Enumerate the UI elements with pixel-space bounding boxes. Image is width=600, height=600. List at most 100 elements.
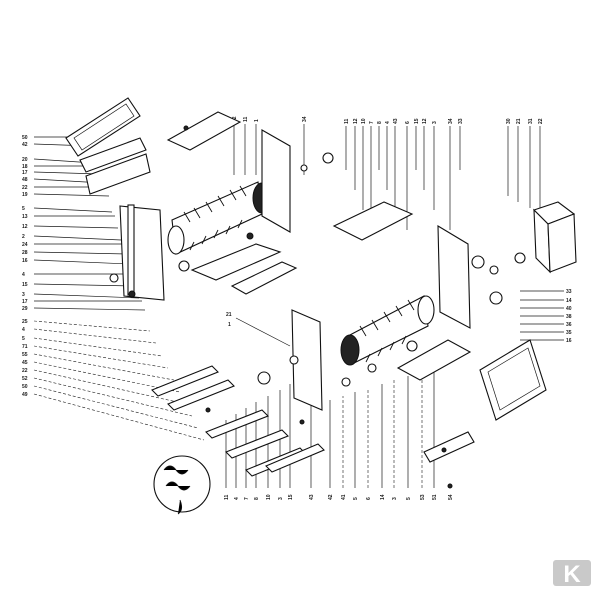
leader-line (33, 207, 113, 213)
callout-label: 28 (22, 250, 28, 256)
callout-label: 49 (22, 392, 28, 398)
callout-label: 17 (22, 170, 28, 176)
callout-label: 4 (22, 327, 25, 333)
k-logo: K (553, 560, 591, 588)
leader-line (33, 369, 187, 405)
leader-line (33, 171, 101, 175)
bottom-slats (151, 365, 325, 477)
callout-label: 22 (538, 118, 544, 124)
callout-label: 21 (226, 312, 232, 318)
right-side-housing (261, 129, 291, 233)
callout-label: 33 (458, 118, 464, 124)
right-small-plate (396, 339, 475, 463)
callout-label: 24 (22, 242, 28, 248)
leader-line (33, 307, 146, 311)
leader-line (33, 337, 163, 357)
callout-label: 2 (22, 234, 25, 240)
callout-label: 52 (22, 376, 28, 382)
callout-label: 33 (566, 289, 572, 295)
callout-label: 12 (422, 118, 428, 124)
callout-label: 19 (22, 192, 28, 198)
callout-label: 48 (22, 177, 28, 183)
callout-label: 8 (377, 121, 383, 124)
callout-label: 1 (228, 322, 231, 328)
callout-label: 31 (528, 118, 534, 124)
leader-line (33, 377, 193, 417)
leader-line (33, 283, 137, 287)
top-plate (166, 111, 242, 151)
callout-label: 35 (566, 330, 572, 336)
right-cover-box (532, 201, 577, 274)
callout-label: 51 (432, 494, 438, 500)
callout-label: 15 (288, 494, 294, 500)
callout-label: 5 (22, 336, 25, 342)
left-side-plate (119, 204, 165, 301)
callout-label: 11 (243, 116, 249, 122)
callout-label: 3 (432, 121, 438, 124)
callout-label: 12 (353, 118, 359, 124)
lower-tray-plate (190, 243, 298, 295)
callout-label: 5 (353, 497, 359, 500)
callout-label: 53 (420, 494, 426, 500)
leader-line (33, 320, 151, 332)
right-frame-plate (437, 225, 471, 329)
callout-label: 14 (380, 494, 386, 500)
callout-label: 34 (448, 118, 454, 124)
callout-label: 3 (278, 497, 284, 500)
callout-label: 14 (566, 298, 572, 304)
callout-label: 13 (22, 214, 28, 220)
callout-label: 50 (22, 384, 28, 390)
center-vertical-plate (291, 309, 323, 411)
callout-label: 21 (516, 118, 522, 124)
callout-label: 42 (328, 494, 334, 500)
callout-label: 41 (341, 494, 347, 500)
callout-label: 45 (22, 360, 28, 366)
leader-line (33, 235, 122, 241)
callout-label: 29 (22, 306, 28, 312)
callout-label: 32 (232, 116, 238, 122)
callout-label: 10 (266, 494, 272, 500)
callout-label: 50 (22, 135, 28, 141)
callout-label: 18 (22, 164, 28, 170)
leader-line (33, 353, 175, 381)
callout-label: 1 (254, 119, 260, 122)
callout-label: 16 (22, 258, 28, 264)
callout-label: 12 (22, 224, 28, 230)
callout-label: 7 (244, 497, 250, 500)
callout-label: 5 (22, 206, 25, 212)
leader-line (33, 259, 131, 265)
callout-label: 15 (414, 118, 420, 124)
callout-label: 4 (385, 121, 391, 124)
center-plate (332, 201, 414, 241)
leader-line (235, 317, 291, 347)
callout-label: 7 (369, 121, 375, 124)
callout-label: 43 (309, 494, 315, 500)
right-lower-frame-panel (479, 339, 547, 421)
callout-label: 71 (22, 344, 28, 350)
callout-label: 10 (361, 118, 367, 124)
leader-line (33, 393, 205, 441)
callout-label: 11 (344, 118, 350, 124)
beater-drum-left (167, 181, 272, 255)
callout-label: 5 (406, 497, 412, 500)
leader-line (33, 225, 119, 229)
callout-label: 55 (22, 352, 28, 358)
callout-label: 16 (566, 338, 572, 344)
callout-label: 4 (22, 272, 25, 278)
callout-label: 17 (22, 299, 28, 305)
callout-label: 11 (224, 494, 230, 500)
callout-label: 20 (22, 157, 28, 163)
callout-label: 42 (22, 142, 28, 148)
callout-label: 36 (566, 322, 572, 328)
callout-label: 34 (302, 116, 308, 122)
leader-line (33, 345, 169, 369)
callout-label: 22 (22, 368, 28, 374)
k-logo-text: K (563, 561, 581, 588)
callout-label: 15 (22, 282, 28, 288)
